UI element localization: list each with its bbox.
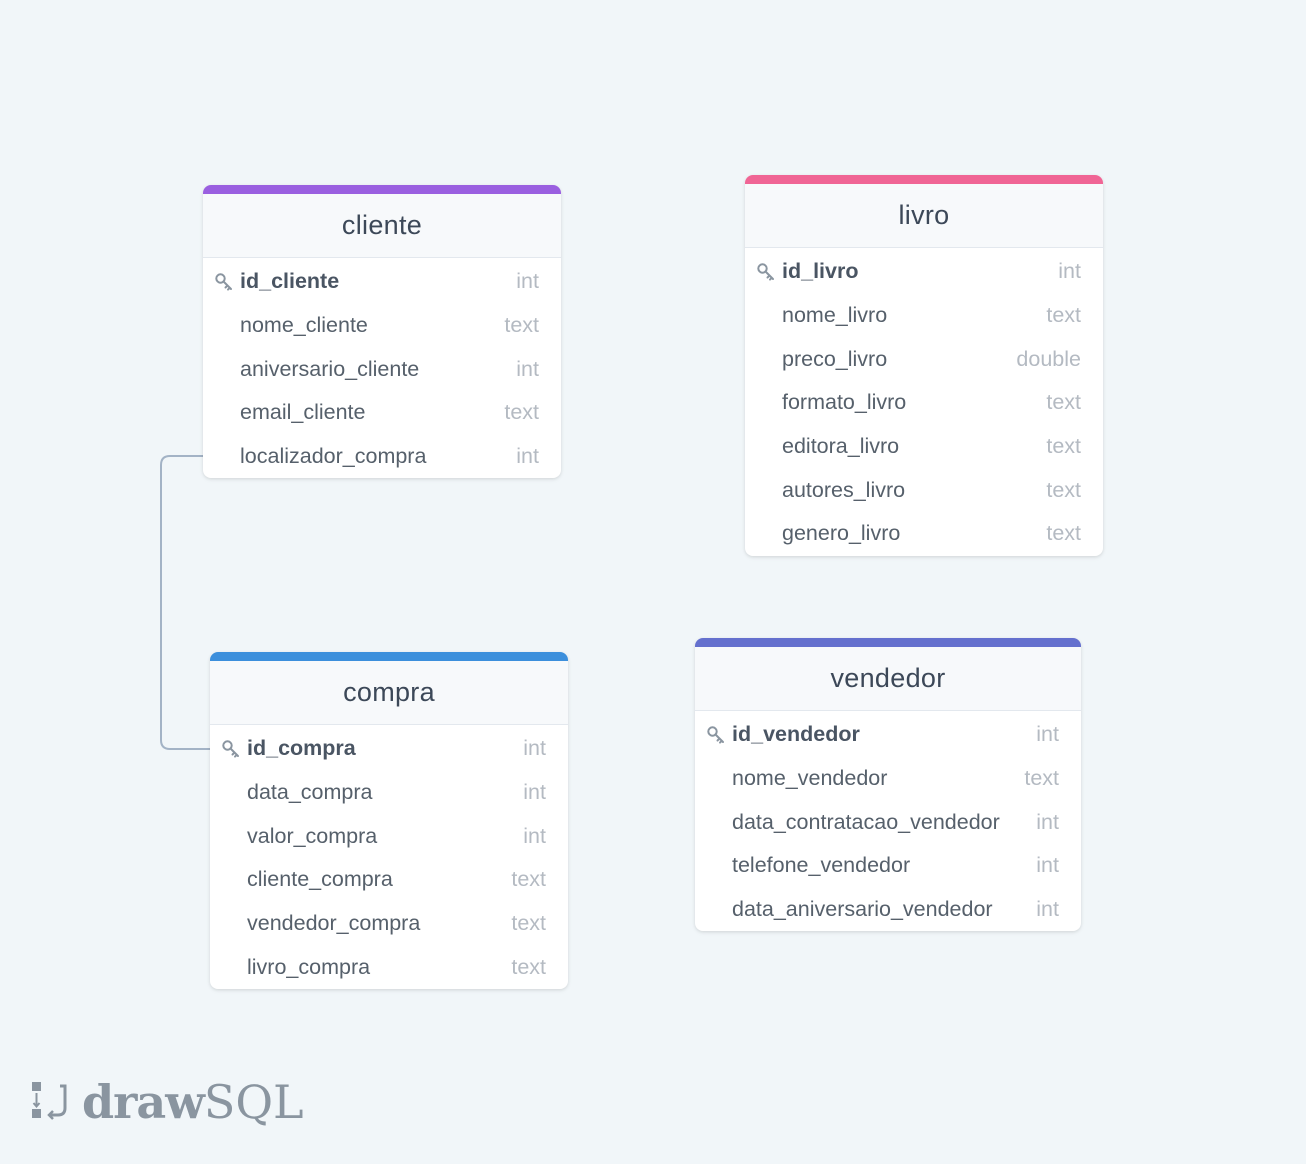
column-name: id_cliente — [240, 269, 340, 294]
column-type: text — [1046, 521, 1081, 546]
column-row[interactable]: nome_cliente text — [203, 304, 561, 348]
column-name: livro_compra — [247, 954, 371, 979]
column-row[interactable]: cliente_compra text — [210, 858, 568, 902]
column-type: text — [1046, 303, 1081, 328]
column-name: nome_livro — [782, 303, 888, 328]
table-color-bar — [210, 652, 568, 661]
column-type: text — [1046, 390, 1081, 415]
column-row[interactable]: data_aniversario_vendedor int — [695, 888, 1081, 932]
table-title[interactable]: vendedor — [695, 647, 1081, 711]
column-type: text — [511, 954, 546, 979]
column-type: text — [511, 867, 546, 892]
key-icon — [755, 261, 777, 283]
column-row[interactable]: id_cliente int — [203, 260, 561, 304]
column-name: data_aniversario_vendedor — [732, 897, 993, 922]
column-name: preco_livro — [782, 346, 888, 371]
column-row[interactable]: aniversario_cliente int — [203, 347, 561, 391]
column-row[interactable]: genero_livro text — [745, 512, 1103, 556]
column-row[interactable]: preco_livro double — [745, 337, 1103, 381]
column-row[interactable]: vendedor_compra text — [210, 902, 568, 946]
column-type: int — [523, 736, 546, 761]
column-row[interactable]: livro_compra text — [210, 945, 568, 989]
column-type: int — [523, 780, 546, 805]
column-type: double — [1016, 346, 1081, 371]
column-type: text — [1046, 434, 1081, 459]
drawsql-logo-text-sql: SQL — [203, 1075, 304, 1129]
column-name: nome_cliente — [240, 313, 368, 338]
column-row[interactable]: id_livro int — [745, 250, 1103, 294]
column-type: int — [516, 444, 539, 469]
column-row[interactable]: localizador_compra int — [203, 435, 561, 479]
table-color-bar — [695, 638, 1081, 647]
table-title[interactable]: compra — [210, 661, 568, 725]
column-name: id_compra — [247, 736, 356, 761]
column-row[interactable]: email_cliente text — [203, 391, 561, 435]
table-color-bar — [745, 175, 1103, 184]
column-name: telefone_vendedor — [732, 853, 911, 878]
column-row[interactable]: valor_compra int — [210, 814, 568, 858]
column-name: formato_livro — [782, 390, 907, 415]
key-icon — [705, 724, 727, 746]
key-icon — [220, 738, 242, 760]
column-row[interactable]: nome_livro text — [745, 294, 1103, 338]
column-name: data_contratacao_vendedor — [732, 809, 1000, 834]
drawsql-logo-text-draw: draw — [82, 1075, 205, 1129]
relation-line-cliente-compra[interactable] — [160, 455, 210, 750]
column-type: text — [504, 313, 539, 338]
drawsql-logo-icon — [30, 1078, 70, 1127]
column-type: text — [511, 911, 546, 936]
column-type: int — [516, 269, 539, 294]
column-row[interactable]: nome_vendedor text — [695, 757, 1081, 801]
key-icon — [213, 271, 235, 293]
column-name: aniversario_cliente — [240, 356, 420, 381]
column-type: int — [1036, 722, 1059, 747]
column-name: autores_livro — [782, 477, 906, 502]
column-type: int — [1036, 897, 1059, 922]
column-type: text — [504, 400, 539, 425]
column-name: editora_livro — [782, 434, 900, 459]
column-row[interactable]: editora_livro text — [745, 425, 1103, 469]
column-type: int — [523, 823, 546, 848]
column-name: genero_livro — [782, 521, 901, 546]
column-name: vendedor_compra — [247, 911, 421, 936]
column-row[interactable]: autores_livro text — [745, 468, 1103, 512]
table-title[interactable]: cliente — [203, 194, 561, 258]
column-name: email_cliente — [240, 400, 366, 425]
column-row[interactable]: data_contratacao_vendedor int — [695, 800, 1081, 844]
column-row[interactable]: formato_livro text — [745, 381, 1103, 425]
column-type: text — [1024, 766, 1059, 791]
column-row[interactable]: id_compra int — [210, 727, 568, 771]
column-name: localizador_compra — [240, 444, 427, 469]
column-name: valor_compra — [247, 823, 378, 848]
column-row[interactable]: telefone_vendedor int — [695, 844, 1081, 888]
table-color-bar — [203, 185, 561, 194]
column-name: cliente_compra — [247, 867, 393, 892]
column-name: nome_vendedor — [732, 766, 888, 791]
column-name: data_compra — [247, 780, 373, 805]
column-name: id_vendedor — [732, 722, 860, 747]
column-type: int — [516, 356, 539, 381]
column-name: id_livro — [782, 259, 859, 284]
column-type: int — [1058, 259, 1081, 284]
column-row[interactable]: id_vendedor int — [695, 713, 1081, 757]
column-row[interactable]: data_compra int — [210, 771, 568, 815]
column-type: text — [1046, 477, 1081, 502]
table-title[interactable]: livro — [745, 184, 1103, 248]
column-type: int — [1036, 809, 1059, 834]
column-type: int — [1036, 853, 1059, 878]
drawsql-logo: draw SQL — [30, 1075, 304, 1129]
